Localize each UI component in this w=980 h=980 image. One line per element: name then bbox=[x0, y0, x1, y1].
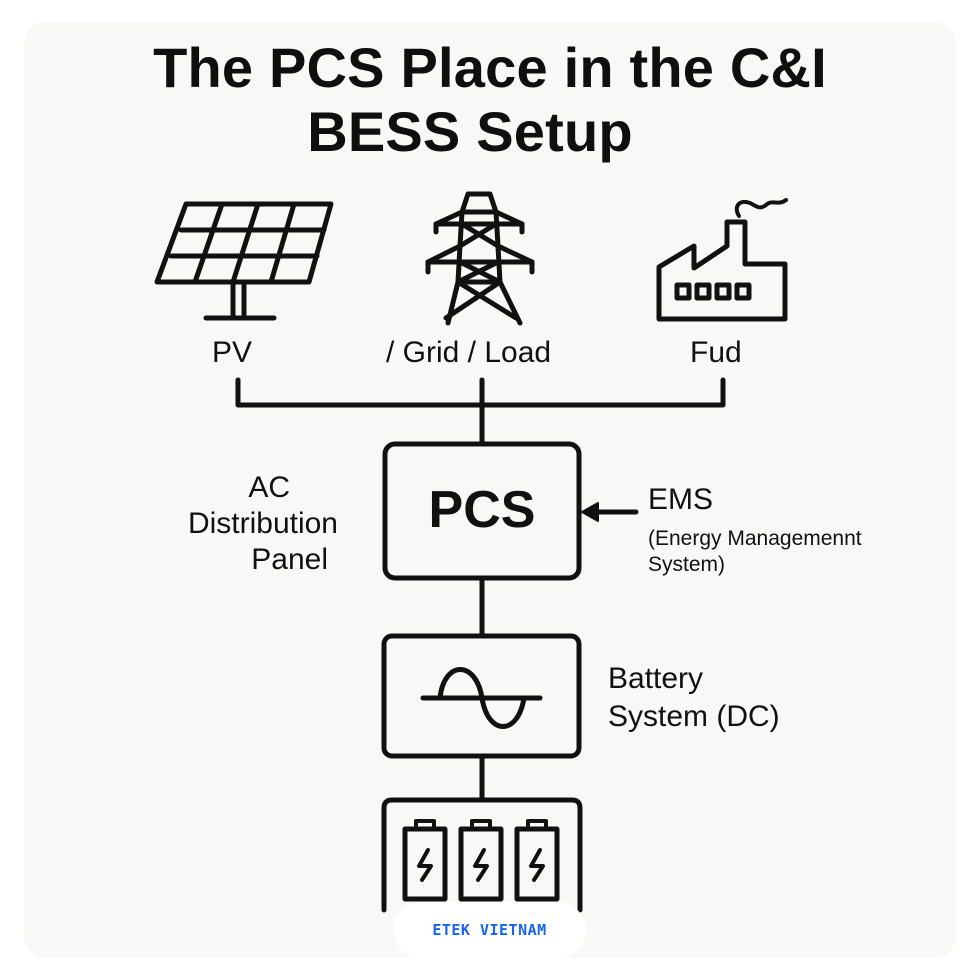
source-label-pv: PV bbox=[212, 336, 253, 369]
solar-panel-icon bbox=[154, 201, 334, 321]
factory-icon bbox=[656, 198, 788, 322]
ems-arrow bbox=[581, 502, 639, 522]
ac-distribution-panel-label: AC Distribution Panel bbox=[148, 470, 338, 578]
source-label-grid-load: / Grid / Load bbox=[386, 336, 552, 369]
lightning-bolt-icon bbox=[529, 848, 545, 882]
transmission-tower-icon bbox=[425, 191, 535, 326]
battery-body bbox=[514, 826, 560, 902]
lightning-bolt-icon bbox=[417, 848, 433, 882]
ems-subtitle-line2: System) bbox=[648, 553, 726, 576]
battery-charging-icon bbox=[514, 819, 560, 902]
ac-label-line1: AC bbox=[248, 471, 290, 504]
battery-body bbox=[402, 826, 448, 902]
battery-label-line1: Battery bbox=[608, 662, 704, 695]
ems-subtitle-line1: (Energy Managemennt bbox=[648, 527, 862, 550]
ac-bus-lines bbox=[235, 377, 726, 447]
watermark-text: ETEK VIETNAM bbox=[432, 921, 547, 939]
ac-label-line2: Distribution bbox=[187, 507, 338, 540]
diagram-title-line1: The PCS Place in the C&I bbox=[153, 36, 827, 99]
battery-label-line2: System (DC) bbox=[608, 700, 780, 733]
pcs-label: PCS bbox=[428, 481, 536, 539]
lightning-bolt-icon bbox=[473, 848, 489, 882]
battery-charging-icon bbox=[402, 819, 448, 902]
battery-body bbox=[458, 826, 504, 902]
source-label-fud: Fud bbox=[690, 336, 742, 369]
ac-label-line3: Panel bbox=[251, 543, 328, 576]
diagram-title-line2: BESS Setup bbox=[307, 100, 633, 163]
battery-system-label: Battery System (DC) bbox=[608, 660, 780, 736]
watermark-badge: ETEK VIETNAM bbox=[393, 902, 586, 958]
battery-cells bbox=[402, 819, 560, 902]
ems-subtitle: (Energy Managemennt System) bbox=[648, 526, 862, 578]
ac-sine-wave-icon bbox=[420, 667, 543, 729]
battery-charging-icon bbox=[458, 819, 504, 902]
battery-rack-box bbox=[381, 797, 583, 913]
ems-title: EMS bbox=[648, 483, 714, 516]
